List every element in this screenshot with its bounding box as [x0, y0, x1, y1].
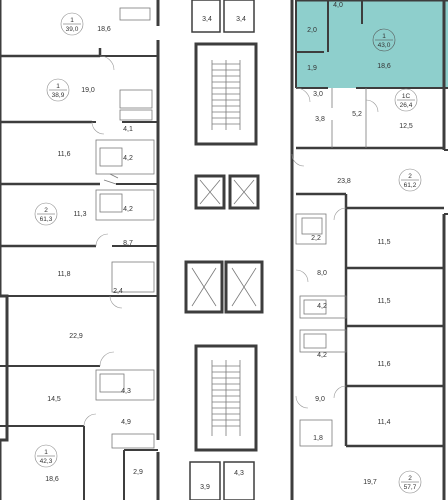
badge-area: 43,0	[378, 42, 391, 49]
room-area: 3,8	[315, 116, 325, 123]
stair-core	[184, 0, 264, 500]
room-area: 11,5	[377, 298, 390, 305]
room-area: 3,4	[202, 16, 212, 23]
room-area: 4,2	[317, 352, 327, 359]
room-area: 23,8	[337, 178, 351, 185]
selected-apartment-fill	[296, 0, 448, 88]
room-area: 3,9	[200, 484, 210, 491]
room-area: 4,2	[317, 303, 327, 310]
badge-apt-left-3: 2 61,3	[34, 202, 58, 226]
badge-apt-right-bottom: 2 57,7	[398, 470, 422, 494]
room-area: 9,0	[315, 396, 325, 403]
room-area: 18,6	[45, 476, 59, 483]
room-area: 4,3	[234, 470, 244, 477]
badge-apt-left-bottom: 1 42,3	[34, 444, 58, 468]
room-area: 8,0	[317, 270, 327, 277]
badge-rooms: 2	[408, 173, 412, 180]
room-area: 4,1	[123, 126, 133, 133]
badge-area: 61,3	[40, 216, 53, 223]
room-area: 3,4	[236, 16, 246, 23]
room-area: 1,9	[307, 65, 317, 72]
badge-area: 38,9	[52, 92, 65, 99]
room-area: 11,5	[377, 239, 390, 246]
badge-rooms: 2	[408, 475, 412, 482]
room-area: 1,8	[313, 435, 323, 442]
badge-rooms: 2	[44, 207, 48, 214]
room-area: 11,3	[73, 211, 86, 218]
room-area: 11,6	[57, 151, 70, 158]
room-area: 4,2	[123, 206, 133, 213]
badge-apt-studio: 1С 26,4	[394, 88, 418, 112]
room-area-labels: 18,6 19,0 4,1 11,6 4,2 4,2 11,3 8,7 11,8…	[45, 2, 413, 491]
badge-apt-right-2: 2 61,2	[398, 168, 422, 192]
room-area: 3,0	[313, 91, 323, 98]
badge-apt-selected: 1 43,0	[372, 28, 396, 52]
badge-rooms: 1	[44, 449, 48, 456]
apartment-badges: 1 39,0 1 38,9 2 61,3 1 42,3 1 43,0	[34, 12, 422, 494]
room-area: 19,7	[363, 479, 377, 486]
badge-rooms: 1С	[402, 93, 411, 100]
right-wing-partitions	[291, 0, 448, 448]
badge-apt-left-2: 1 38,9	[46, 78, 70, 102]
room-area: 2,4	[113, 288, 123, 295]
room-area: 2,9	[133, 469, 143, 476]
room-area: 14,5	[47, 396, 61, 403]
room-area: 22,9	[69, 333, 83, 340]
room-area: 12,5	[399, 123, 413, 130]
room-area: 2,0	[307, 27, 317, 34]
room-area: 18,6	[377, 63, 391, 70]
room-area: 8,7	[123, 240, 133, 247]
room-area: 19,0	[81, 87, 95, 94]
badge-apt-top-left: 1 39,0	[60, 12, 84, 36]
badge-rooms: 1	[382, 33, 386, 40]
room-area: 11,4	[377, 419, 390, 426]
left-wing-partitions	[0, 7, 158, 500]
badge-rooms: 1	[56, 83, 60, 90]
badge-area: 39,0	[66, 26, 79, 33]
room-area: 11,8	[57, 271, 70, 278]
room-area: 2,2	[311, 235, 321, 242]
room-area: 4,0	[333, 2, 343, 9]
room-area: 4,3	[121, 388, 131, 395]
room-area: 5,2	[352, 111, 362, 118]
badge-area: 61,2	[404, 182, 417, 189]
room-area: 18,6	[97, 26, 111, 33]
badge-area: 26,4	[400, 102, 413, 109]
room-area: 11,6	[377, 361, 390, 368]
room-area: 4,2	[123, 155, 133, 162]
room-area: 4,9	[121, 419, 131, 426]
badge-rooms: 1	[70, 17, 74, 24]
badge-area: 42,3	[40, 458, 53, 465]
badge-area: 57,7	[404, 484, 417, 491]
